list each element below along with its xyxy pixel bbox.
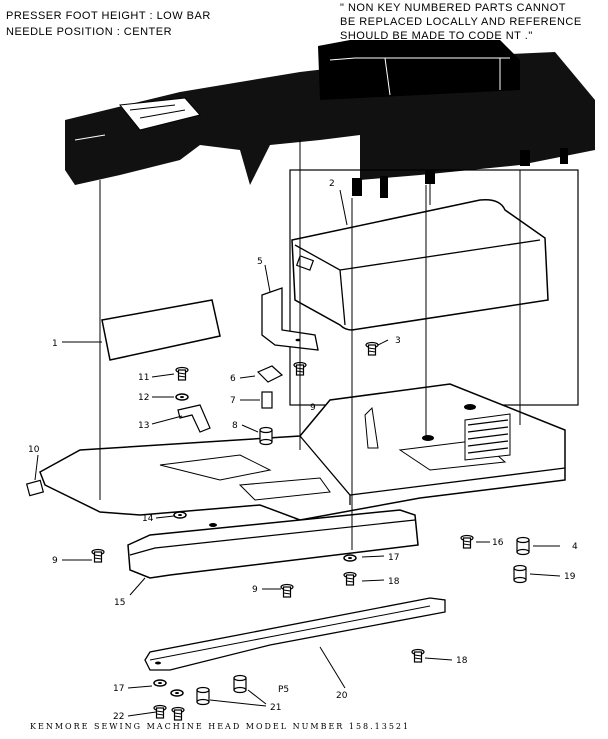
callout-14: 14 bbox=[142, 514, 154, 524]
small-block bbox=[25, 479, 45, 497]
callout-7: 7 bbox=[230, 396, 236, 406]
callout-13: 13 bbox=[138, 421, 149, 431]
machine-bed bbox=[39, 383, 566, 521]
callout-18-upper: 18 bbox=[388, 577, 400, 587]
callout-p5: P5 bbox=[278, 685, 289, 695]
callout-4: 4 bbox=[572, 542, 578, 552]
callout-21: 21 bbox=[270, 703, 281, 713]
callout-17-left: 17 bbox=[113, 684, 124, 694]
motor-cover bbox=[291, 198, 549, 331]
callout-19: 19 bbox=[564, 572, 576, 582]
callout-11: 11 bbox=[138, 373, 149, 383]
callout-9-left: 9 bbox=[52, 556, 58, 566]
leader-lines bbox=[34, 140, 561, 717]
bracket bbox=[261, 287, 319, 351]
callout-9-upper: 9 bbox=[310, 403, 316, 413]
callout-3: 3 bbox=[395, 336, 401, 346]
callout-6: 6 bbox=[230, 374, 236, 384]
note-line-2: BE REPLACED LOCALLY AND REFERENCE bbox=[340, 16, 582, 28]
model-number-footer: KENMORE SEWING MACHINE HEAD MODEL NUMBER… bbox=[30, 722, 411, 731]
callout-10: 10 bbox=[28, 445, 40, 455]
callout-15: 15 bbox=[114, 598, 125, 608]
callout-17-right: 17 bbox=[388, 553, 399, 563]
face-plate bbox=[101, 299, 221, 361]
callout-12: 12 bbox=[138, 393, 149, 403]
callout-22: 22 bbox=[113, 712, 124, 722]
note-line-3: SHOULD BE MADE TO CODE NT ." bbox=[340, 30, 533, 42]
callout-16: 16 bbox=[492, 538, 504, 548]
presser-foot-height-text: PRESSER FOOT HEIGHT : LOW BAR bbox=[6, 10, 211, 22]
note-line-1: " NON KEY NUMBERED PARTS CANNOT bbox=[340, 2, 566, 14]
front-cover bbox=[127, 509, 419, 579]
callout-18-lower: 18 bbox=[456, 656, 468, 666]
machine-arm-top bbox=[65, 40, 595, 198]
base-strip bbox=[144, 597, 446, 671]
callout-1: 1 bbox=[52, 339, 58, 349]
callout-5: 5 bbox=[257, 257, 263, 267]
callout-8: 8 bbox=[232, 421, 238, 431]
callout-20: 20 bbox=[336, 691, 348, 701]
tension-assembly bbox=[256, 365, 284, 446]
callout-2: 2 bbox=[329, 179, 335, 189]
spring-clip bbox=[177, 404, 211, 433]
callout-9-front: 9 bbox=[252, 585, 258, 595]
needle-position-text: NEEDLE POSITION : CENTER bbox=[6, 26, 173, 38]
